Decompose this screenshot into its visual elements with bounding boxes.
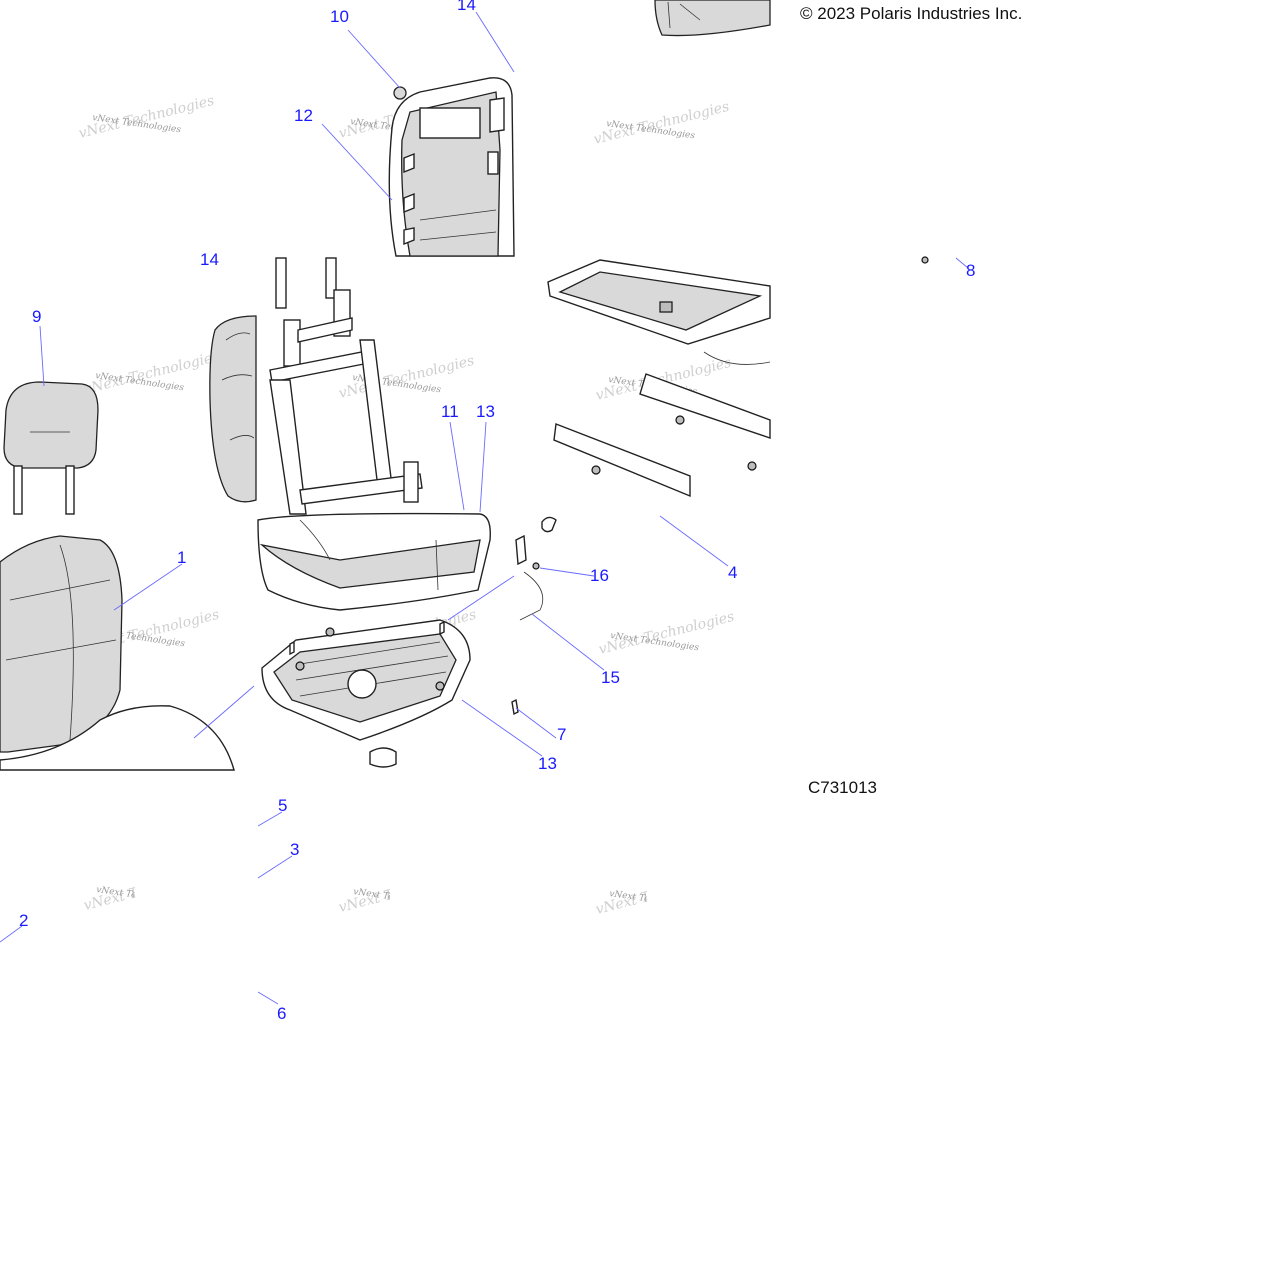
copyright-notice: © 2023 Polaris Industries Inc.: [800, 4, 1023, 23]
callout-8: 8: [966, 261, 975, 280]
callout-15: 15: [601, 668, 620, 687]
backrest-frame: [388, 77, 515, 257]
seat-back-cover-fragment: [654, 0, 771, 37]
watermarks-partial: vNext Technologies vNext Technologies vN…: [82, 870, 647, 918]
callout-13: 13: [476, 402, 495, 421]
callout-4: 4: [728, 563, 737, 582]
seat-back-frame: [269, 257, 423, 515]
callout-16: 16: [590, 566, 609, 585]
callout-9: 9: [32, 307, 41, 326]
seat-base: [261, 619, 471, 768]
callout-14: 14: [457, 0, 476, 14]
callout-11: 11: [441, 402, 459, 421]
seat-cover-side: [209, 315, 257, 503]
callout-10: 10: [330, 7, 349, 26]
callout-2: 2: [19, 911, 28, 930]
headrest: [3, 381, 99, 515]
latch-cable: [515, 516, 557, 621]
callout-5: 5: [278, 796, 287, 815]
seat-slider-frame: [547, 259, 771, 498]
callout-14: 14: [200, 250, 219, 269]
leader-lines: [0, 11, 969, 1005]
callout-1: 1: [177, 548, 186, 567]
figure-id: C731013: [808, 778, 878, 797]
seat-back-cover: [0, 535, 235, 771]
callout-7: 7: [557, 725, 566, 744]
callout-3: 3: [290, 840, 299, 859]
seat-cushion: [257, 512, 491, 611]
callout-13: 13: [538, 754, 557, 773]
hardware: [289, 256, 929, 716]
callout-12: 12: [294, 106, 313, 125]
callouts: 10 14 12 14 8 9 11 13 1 4 16 15 7 13 5 3…: [19, 0, 975, 1023]
callout-6: 6: [277, 1004, 286, 1023]
